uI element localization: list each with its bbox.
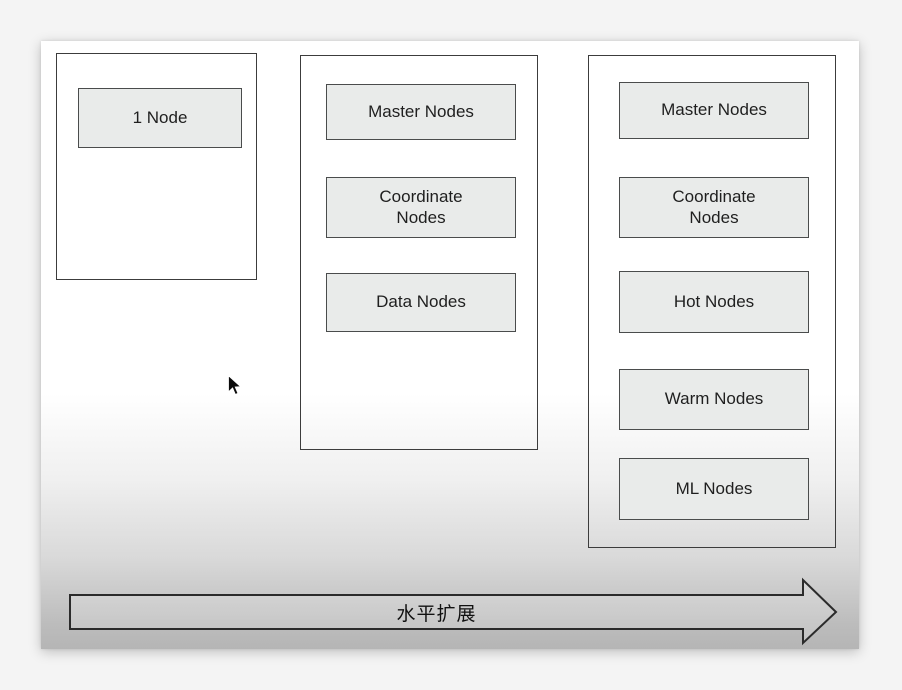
node-box-coordinate-nodes: Coordinate Nodes <box>619 177 809 238</box>
node-box-coordinate-nodes: Coordinate Nodes <box>326 177 516 238</box>
cluster-group-single-node: 1 Node <box>56 53 257 280</box>
horizontal-scaling-arrow-label: 水平扩展 <box>396 603 477 625</box>
node-label: 1 Node <box>132 107 188 127</box>
node-box-hot-nodes: Hot Nodes <box>619 271 809 333</box>
node-box-1-node: 1 Node <box>78 88 242 148</box>
node-label: Master Nodes <box>368 101 474 121</box>
node-label: Coordinate Nodes <box>379 187 463 227</box>
node-box-data-nodes: Data Nodes <box>326 273 516 332</box>
node-box-master-nodes: Master Nodes <box>326 84 516 140</box>
cluster-group-five-roles: Master Nodes Coordinate Nodes Hot Nodes … <box>588 55 836 548</box>
slide-canvas: 1 Node Master Nodes Coordinate Nodes Dat… <box>41 41 859 649</box>
node-box-ml-nodes: ML Nodes <box>619 458 809 520</box>
node-label: Data Nodes <box>376 292 466 312</box>
mouse-cursor-icon <box>227 375 243 396</box>
node-label: Coordinate Nodes <box>672 187 756 227</box>
node-box-warm-nodes: Warm Nodes <box>619 369 809 430</box>
node-label: Warm Nodes <box>664 389 764 409</box>
node-box-master-nodes: Master Nodes <box>619 82 809 139</box>
node-label: ML Nodes <box>675 478 753 498</box>
cluster-group-three-roles: Master Nodes Coordinate Nodes Data Nodes <box>300 55 538 450</box>
node-label: Hot Nodes <box>673 291 755 311</box>
node-label: Master Nodes <box>661 100 767 120</box>
